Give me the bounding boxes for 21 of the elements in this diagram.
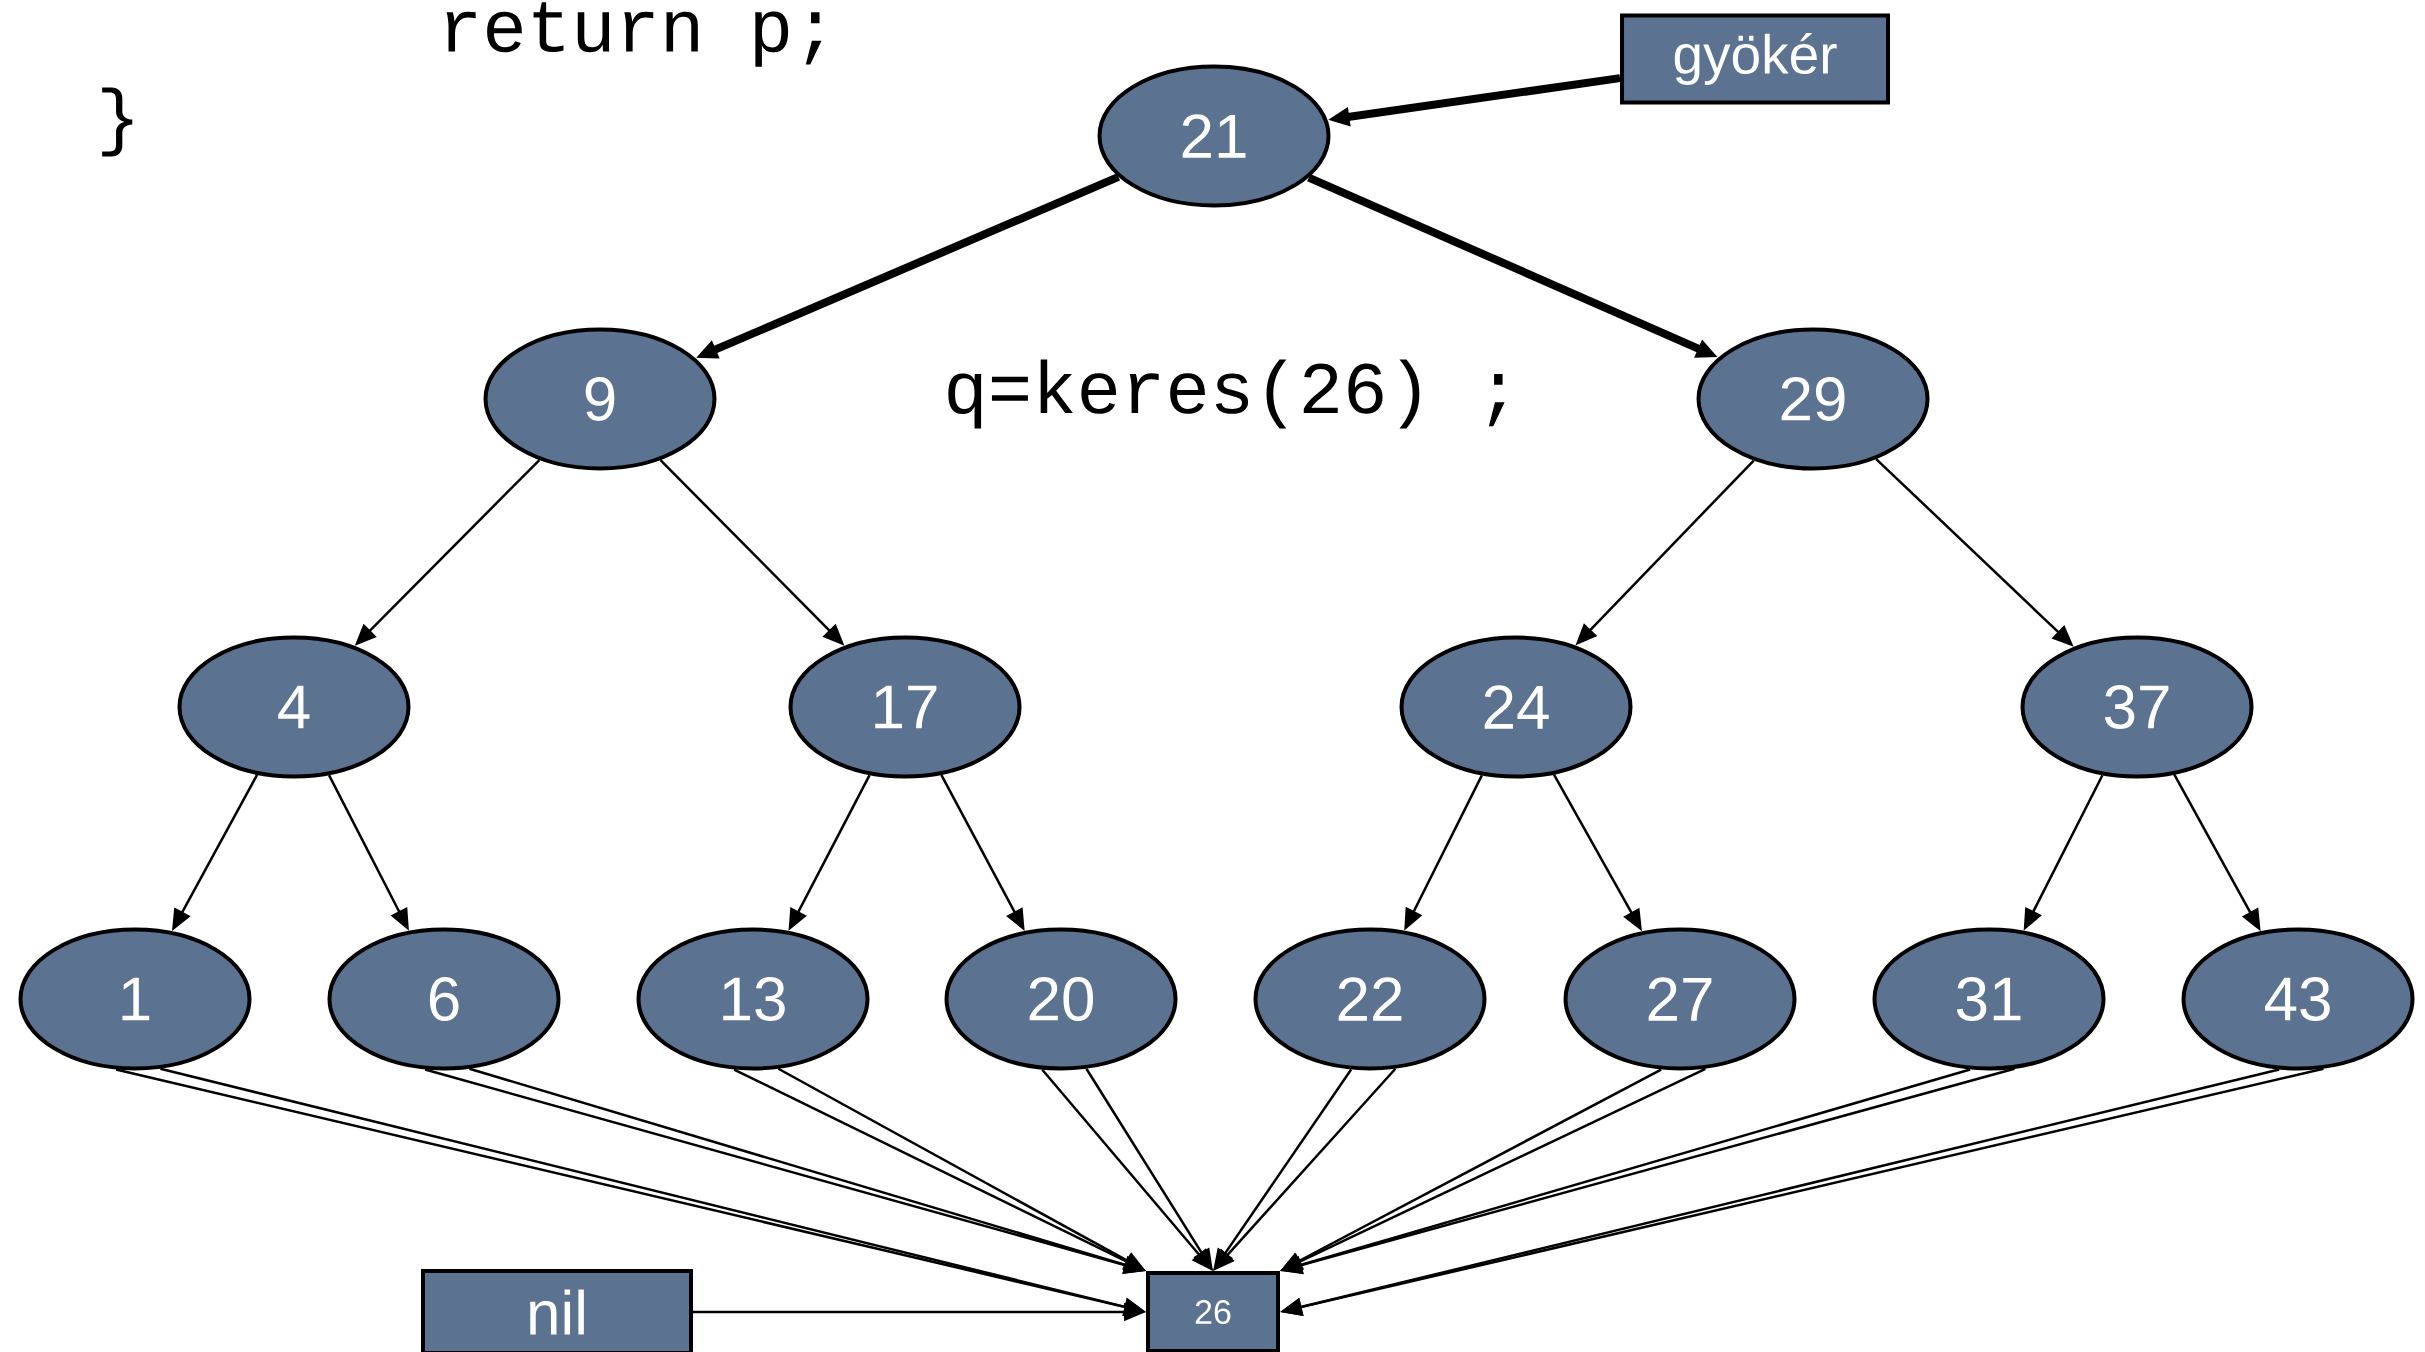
tree-node: 20 bbox=[944, 927, 1178, 1071]
tree-node: 43 bbox=[2181, 927, 2415, 1071]
tree-node: 4 bbox=[177, 635, 411, 779]
tree-node: 6 bbox=[327, 927, 561, 1071]
label-box: nil bbox=[421, 1269, 693, 1352]
tree-node: 31 bbox=[1872, 927, 2106, 1071]
tree-node: 1 bbox=[18, 927, 252, 1071]
tree-node: 29 bbox=[1696, 327, 1930, 471]
tree-node: 24 bbox=[1399, 635, 1633, 779]
tree-node: 13 bbox=[636, 927, 870, 1071]
tree-node: 21 bbox=[1097, 64, 1331, 208]
code-text: } bbox=[102, 87, 133, 157]
tree-node: 9 bbox=[483, 327, 717, 471]
label-box: gyökér bbox=[1620, 13, 1890, 105]
code-text: return p; bbox=[446, 2, 822, 67]
label-box: 26 bbox=[1146, 1271, 1280, 1352]
code-text: q=keres(26) ; bbox=[948, 359, 1505, 429]
tree-node: 17 bbox=[788, 635, 1022, 779]
tree-node: 22 bbox=[1253, 927, 1487, 1071]
tree-node: 27 bbox=[1563, 927, 1797, 1071]
tree-node: 37 bbox=[2020, 635, 2254, 779]
